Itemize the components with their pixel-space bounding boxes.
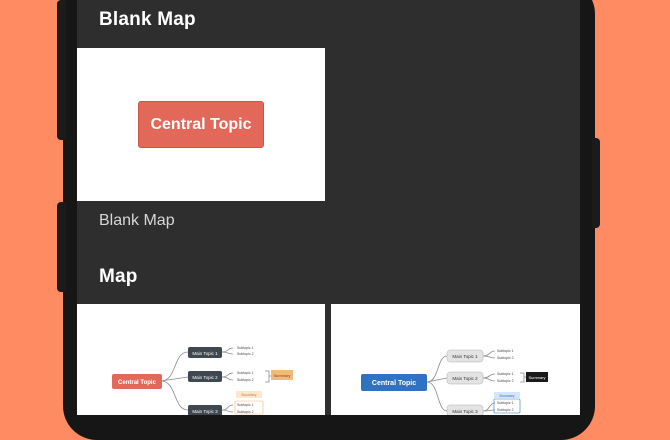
main-topic-1-text: Main Topic 1 [192, 351, 218, 356]
svg-text:Subtopic 2: Subtopic 2 [497, 379, 514, 383]
template-card-map-1[interactable]: Central Topic Main Topic 1 Main Topic 2 … [77, 304, 325, 415]
template-screen[interactable]: Blank Map Central Topic Blank Map Map Ce… [77, 0, 580, 415]
template-card-blank-map[interactable]: Central Topic [77, 48, 325, 201]
svg-text:Subtopic 2: Subtopic 2 [237, 410, 254, 414]
summary-text: Summary [528, 375, 545, 380]
volume-button [57, 0, 66, 140]
central-topic-text: Central Topic [372, 380, 416, 387]
map-thumbnail-1: Central Topic Main Topic 1 Main Topic 2 … [112, 346, 293, 415]
central-topic-node: Central Topic [138, 101, 264, 148]
svg-text:Subtopic 1: Subtopic 1 [497, 349, 514, 353]
svg-text:Subtopic 1: Subtopic 1 [497, 372, 514, 376]
section-header-map: Map [99, 266, 138, 287]
svg-text:Subtopic 2: Subtopic 2 [237, 378, 254, 382]
template-label-blank-map: Blank Map [99, 212, 175, 229]
map-thumbnail-2: Central Topic Main Topic 1 Main Topic 2 … [361, 349, 548, 415]
main-topic-2-text: Main Topic 2 [452, 376, 478, 381]
svg-text:Subtopic 2: Subtopic 2 [237, 352, 254, 356]
svg-text:Subtopic 2: Subtopic 2 [497, 408, 514, 412]
svg-text:Subtopic 1: Subtopic 1 [237, 403, 254, 407]
svg-text:Subtopic 1: Subtopic 1 [237, 346, 254, 350]
power-button [592, 138, 600, 228]
svg-text:Subtopic 1: Subtopic 1 [237, 371, 254, 375]
svg-text:Subtopic 1: Subtopic 1 [497, 401, 514, 405]
section-header-blank-map: Blank Map [99, 9, 196, 30]
template-card-map-2[interactable]: Central Topic Main Topic 1 Main Topic 2 … [331, 304, 580, 415]
central-topic-text: Central Topic [118, 380, 157, 386]
main-topic-3-text: Main Topic 3 [452, 409, 478, 414]
summary-text: Summary [273, 373, 290, 378]
boundary-text: Boundary [500, 394, 515, 398]
svg-text:Subtopic 2: Subtopic 2 [497, 356, 514, 360]
side-button [57, 202, 66, 292]
main-topic-3-text: Main Topic 3 [192, 409, 218, 414]
main-topic-1-text: Main Topic 1 [452, 354, 478, 359]
boundary-text: Boundary [242, 393, 257, 397]
main-topic-2-text: Main Topic 2 [192, 375, 218, 380]
